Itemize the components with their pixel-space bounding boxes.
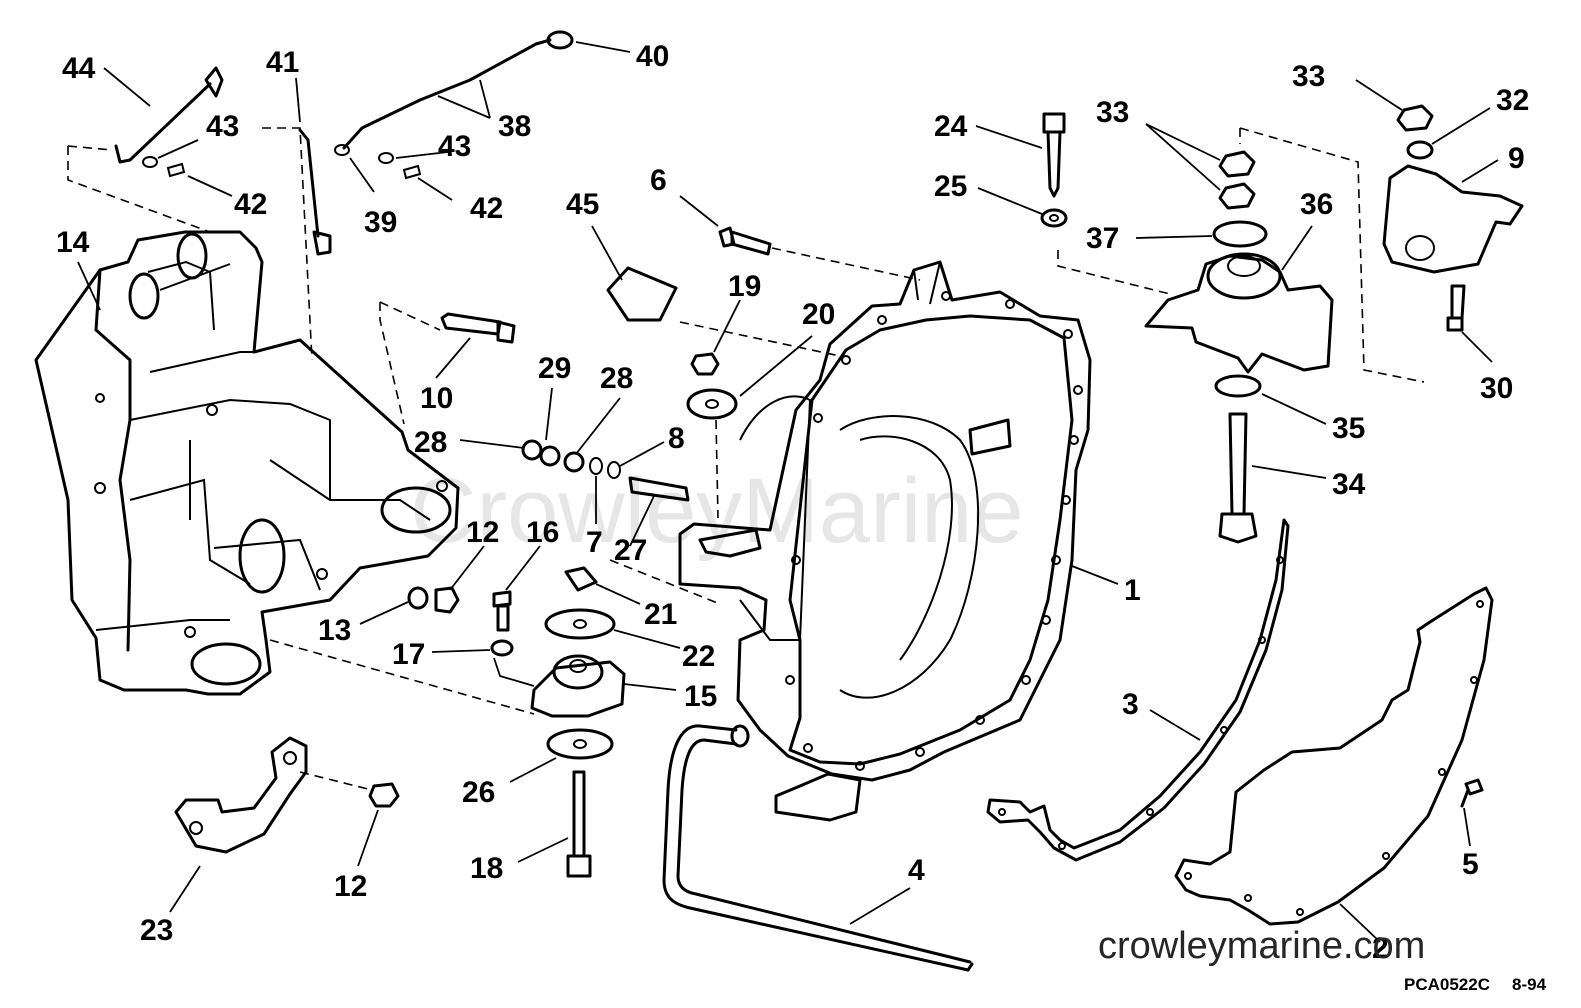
callout-41: 41	[266, 46, 299, 79]
callout-44: 44	[62, 52, 96, 85]
callout-4: 4	[908, 854, 925, 887]
callout-19: 19	[728, 270, 761, 303]
callout-30: 30	[1480, 372, 1513, 405]
callout-22: 22	[682, 640, 715, 673]
callout-7: 7	[586, 526, 603, 559]
nut-12b	[368, 782, 400, 808]
callout-6: 6	[650, 164, 667, 197]
bracket-23	[174, 736, 308, 854]
callout-3: 3	[1122, 688, 1139, 721]
ground-lead-41	[298, 128, 332, 256]
screw-5	[1460, 778, 1484, 808]
callout-40: 40	[636, 40, 669, 73]
callout-32: 32	[1496, 84, 1529, 117]
drawing-date: 8-94	[1512, 975, 1547, 994]
bracket-9	[1382, 164, 1524, 274]
callout-28-top: 28	[600, 362, 633, 395]
callout-13: 13	[318, 614, 351, 647]
callout-26: 26	[462, 776, 495, 809]
washer-37	[1212, 220, 1268, 248]
callout-45: 45	[566, 188, 599, 221]
callout-5: 5	[1462, 848, 1479, 881]
callout-29: 29	[538, 352, 571, 385]
callout-14: 14	[56, 226, 90, 259]
washer-22	[544, 608, 616, 640]
stud-27	[628, 476, 690, 502]
retainer-21	[564, 566, 598, 592]
screw-16	[492, 590, 512, 632]
callout-16: 16	[526, 516, 559, 549]
callout-17: 17	[392, 638, 425, 671]
drawing-code: PCA0522C	[1404, 975, 1490, 994]
callout-28-left: 28	[414, 426, 447, 459]
watermark: CrowleyMarine	[410, 460, 1024, 562]
bolt-34	[1218, 412, 1258, 544]
callout-33-mid: 33	[1096, 96, 1129, 129]
callout-38: 38	[498, 110, 531, 143]
callout-24: 24	[934, 110, 968, 143]
callout-12-lower: 12	[334, 870, 367, 903]
washer-17	[490, 639, 514, 657]
ground-wire-38	[342, 30, 574, 150]
washer-39	[334, 144, 350, 156]
callout-8: 8	[668, 422, 685, 455]
callout-18: 18	[470, 852, 503, 885]
swivel-bracket-14	[34, 230, 460, 696]
ground-lead-44	[114, 66, 224, 164]
callout-1: 1	[1124, 574, 1141, 607]
bracket-45	[606, 266, 678, 322]
callout-15: 15	[684, 680, 717, 713]
washer-25	[1040, 208, 1068, 228]
adapter-housing-1	[678, 260, 1092, 822]
callout-39: 39	[364, 206, 397, 239]
website-label: crowleymarine.com	[1098, 925, 1425, 967]
callout-27: 27	[614, 534, 647, 567]
hose-4	[662, 724, 974, 972]
mount-36	[1144, 252, 1334, 374]
nuts-33	[1218, 104, 1434, 210]
bolt-6	[718, 226, 772, 256]
washer-32	[1406, 140, 1434, 160]
callout-21: 21	[644, 598, 677, 631]
callout-42-right: 42	[470, 192, 503, 225]
washer-26	[546, 728, 614, 760]
nuts-washers-28-29-8-7	[521, 439, 621, 479]
washer-35	[1214, 374, 1262, 398]
leader-lines	[77, 41, 1499, 943]
callout-20: 20	[802, 298, 835, 331]
nut-19	[690, 352, 720, 376]
callout-10: 10	[420, 382, 453, 415]
callout-42-left: 42	[234, 188, 267, 221]
bolt-18	[566, 770, 592, 878]
callout-25: 25	[934, 170, 967, 203]
bolt-24	[1042, 112, 1066, 198]
callout-33-top: 33	[1292, 60, 1325, 93]
cover-plate-2	[1174, 586, 1494, 926]
washer-20	[686, 388, 738, 420]
screw-30	[1446, 284, 1466, 332]
callout-43-left: 43	[206, 110, 239, 143]
callout-2: 2	[1372, 932, 1389, 965]
washers-43	[142, 152, 394, 168]
assembly-lines	[67, 127, 1425, 791]
callout-37: 37	[1086, 222, 1119, 255]
housing-bolt-holes	[785, 291, 1083, 771]
mount-15	[530, 654, 626, 718]
callout-9: 9	[1508, 142, 1525, 175]
callout-43-right: 43	[438, 130, 471, 163]
bolt-10	[440, 312, 516, 344]
nut-12-washer-13	[407, 586, 460, 614]
gasket-3	[986, 518, 1290, 862]
screws-42	[166, 162, 422, 180]
callout-36: 36	[1300, 188, 1333, 221]
callout-35: 35	[1332, 412, 1365, 445]
callout-12-upper: 12	[466, 516, 499, 549]
callout-labels: 44 41 40 38 43 43 42 42 39 14 6 45 19 20…	[56, 40, 1529, 965]
callout-23: 23	[140, 914, 173, 947]
callout-34: 34	[1332, 468, 1366, 501]
